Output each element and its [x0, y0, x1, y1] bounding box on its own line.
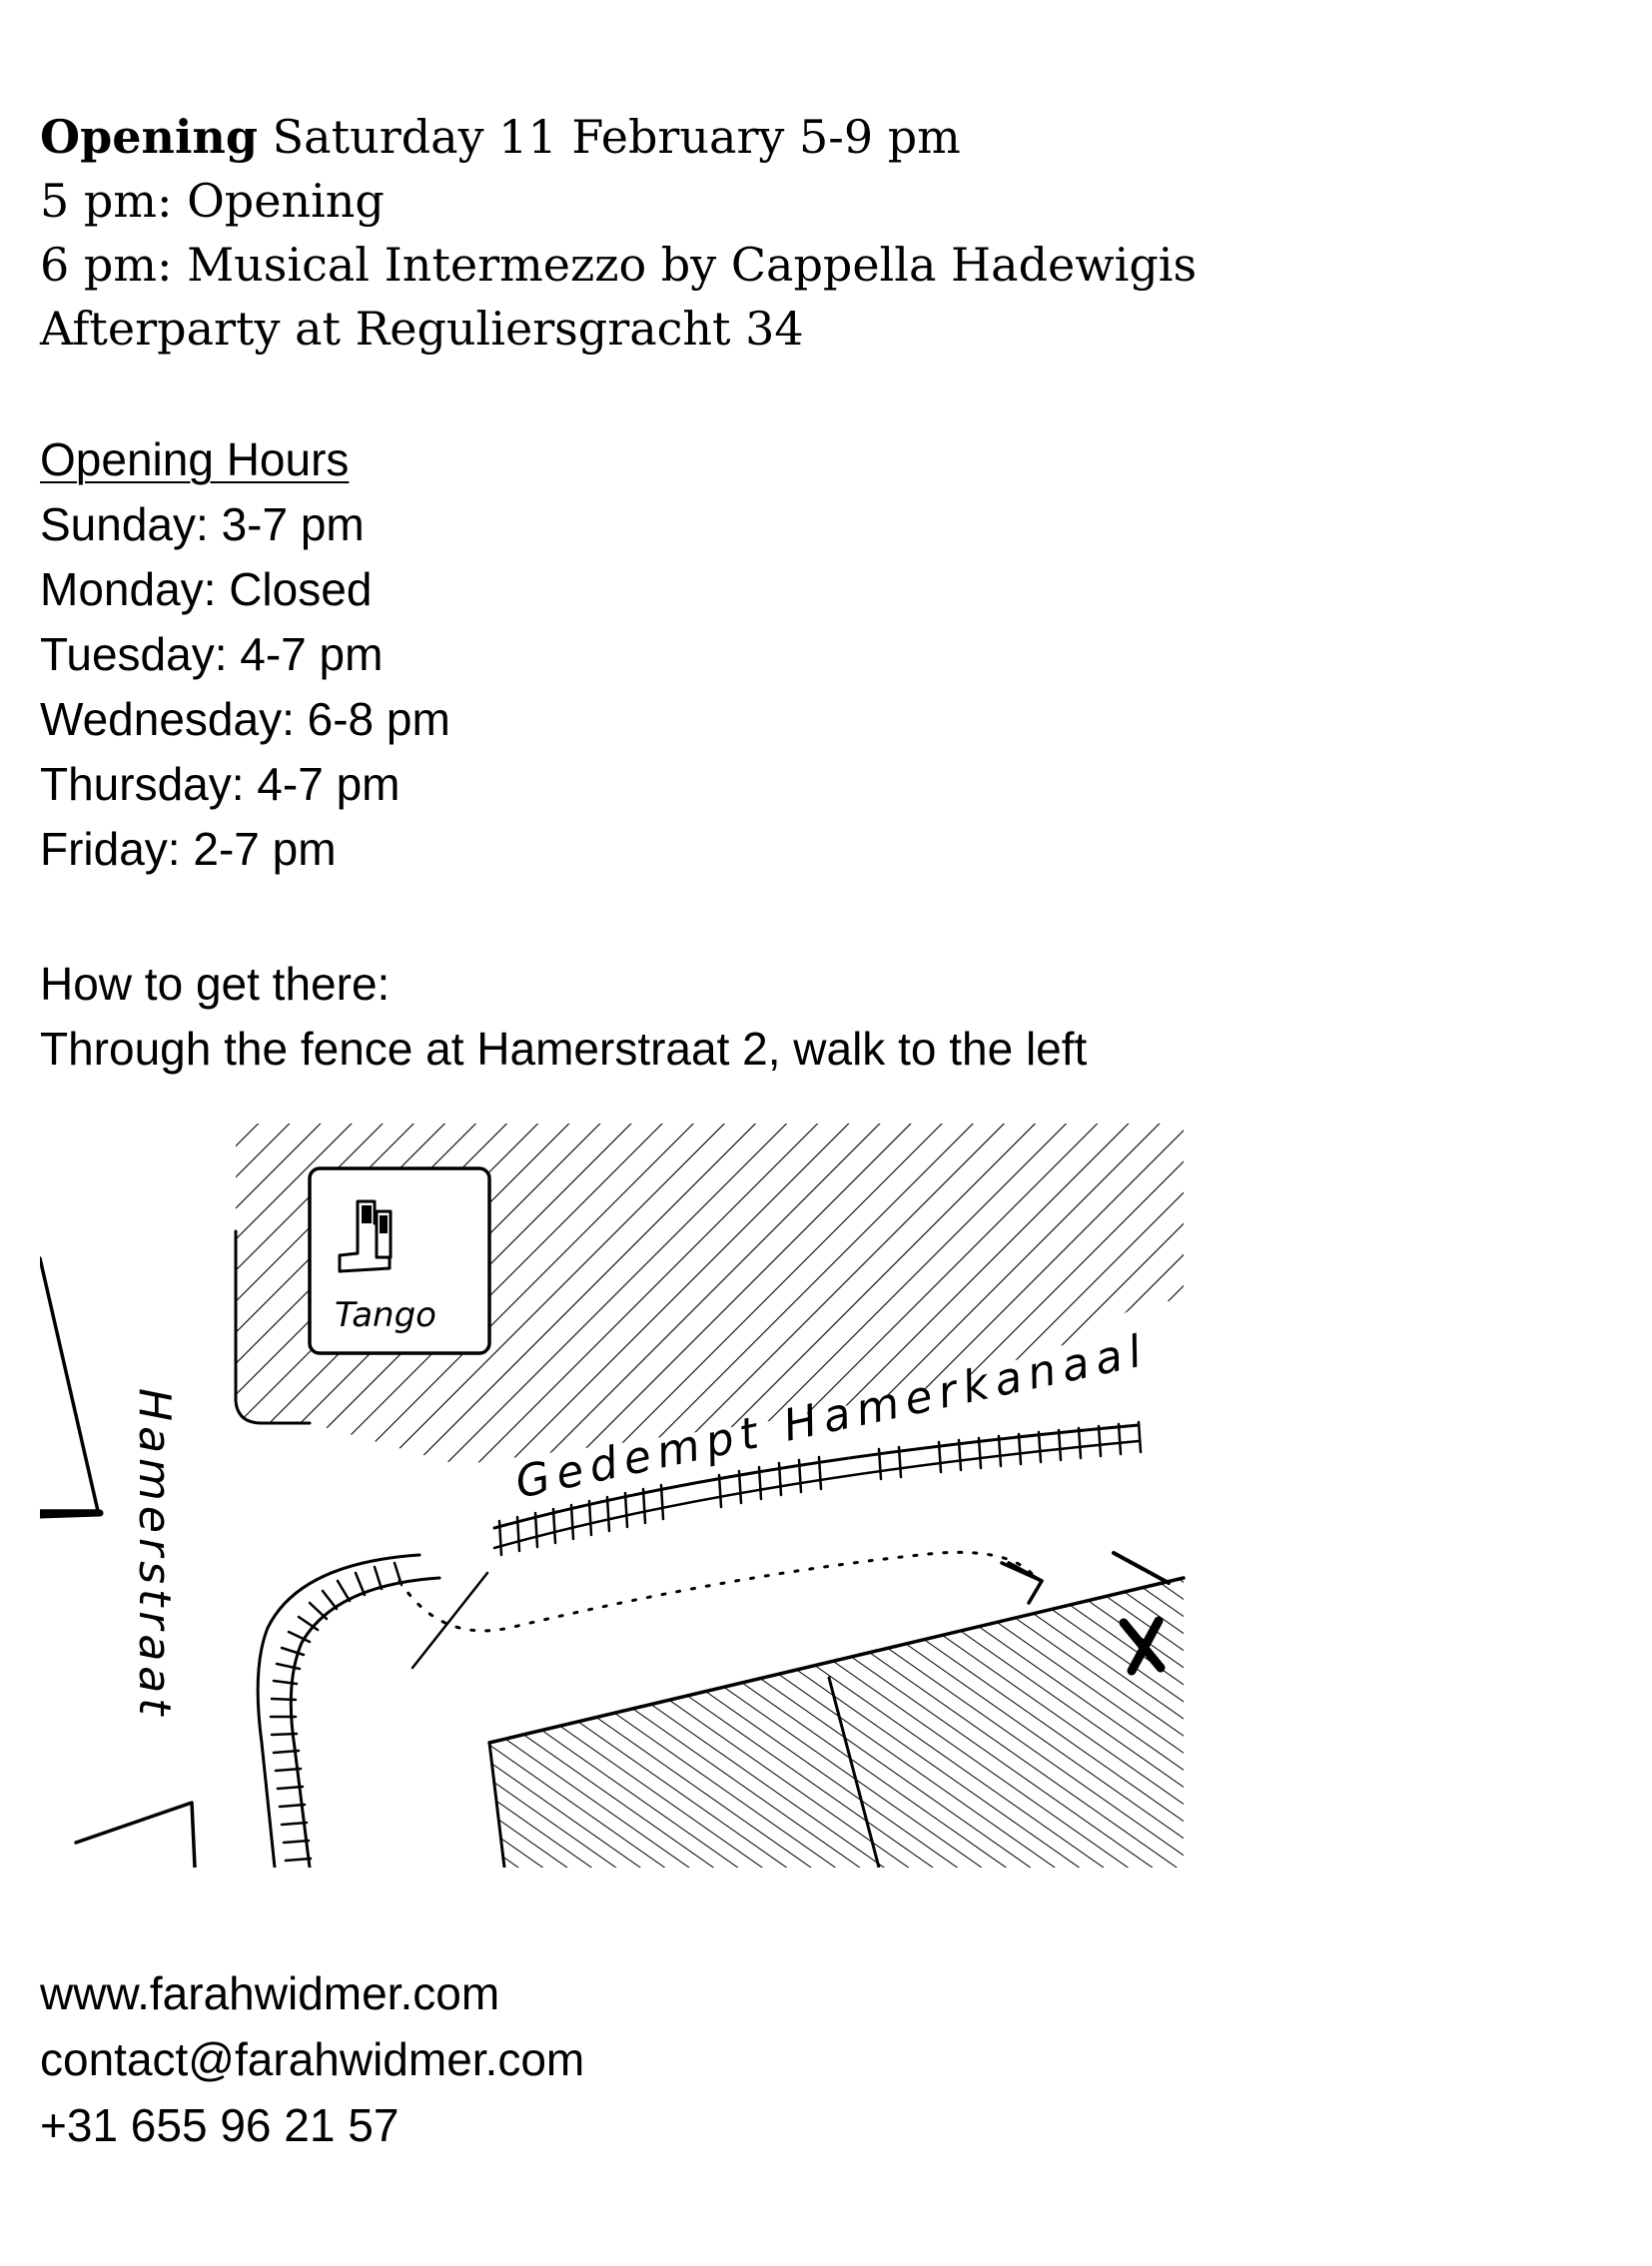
opening-hours-heading: Opening Hours	[40, 433, 350, 485]
website-link[interactable]: www.farahwidmer.com	[40, 1967, 500, 2019]
hours-item: Tuesday: 4-7 pm	[40, 628, 384, 680]
hours-item: Sunday: 3-7 pm	[40, 498, 365, 550]
schedule-item: Afterparty at Reguliersgracht 34	[40, 302, 804, 356]
email-link[interactable]: contact@farahwidmer.com	[40, 2033, 585, 2085]
hours-item: Monday: Closed	[40, 563, 373, 615]
hours-item: Thursday: 4-7 pm	[40, 758, 401, 810]
directions-text: Through the fence at Hamerstraat 2, walk…	[40, 1023, 1088, 1075]
schedule-item: 6 pm: Musical Intermezzo by Cappella Had…	[40, 238, 1198, 292]
route-arrow	[398, 1550, 1041, 1633]
lower-building-block	[489, 1578, 1184, 1868]
canal-edge	[492, 1423, 1141, 1530]
opening-date-time: Saturday 11 February 5-9 pm	[272, 110, 961, 164]
directions-section: How to get there: Through the fence at H…	[40, 952, 1087, 1082]
tango-label: Tango	[335, 1295, 436, 1335]
opening-section: Opening Saturday 11 February 5-9 pm 5 pm…	[40, 105, 1197, 361]
hamerstraat-curve	[289, 1576, 441, 1868]
hours-item: Friday: 2-7 pm	[40, 823, 337, 875]
contact-section: www.farahwidmer.com contact@farahwidmer.…	[40, 1960, 584, 2158]
tango-building	[308, 1166, 491, 1355]
destination-mark-text: X	[40, 1124, 41, 1125]
opening-headline: Opening Saturday 11 February 5-9 pm	[40, 105, 1197, 169]
schedule-item: 5 pm: Opening	[40, 174, 385, 228]
phone-number: +31 655 96 21 57	[40, 2099, 400, 2151]
opening-label: Opening	[40, 110, 259, 164]
hamerstraat-label: Hamerstraat	[129, 1388, 180, 1721]
opening-hours-section: Opening Hours Sunday: 3-7 pm Monday: Clo…	[40, 427, 450, 882]
hours-item: Wednesday: 6-8 pm	[40, 693, 450, 745]
hand-drawn-map: X Tango Gedempt Hamerkanaal Hamerstraat	[40, 1124, 1186, 1868]
directions-heading: How to get there:	[40, 958, 391, 1010]
destination-marker	[1119, 1616, 1166, 1676]
fence-line	[411, 1571, 489, 1670]
